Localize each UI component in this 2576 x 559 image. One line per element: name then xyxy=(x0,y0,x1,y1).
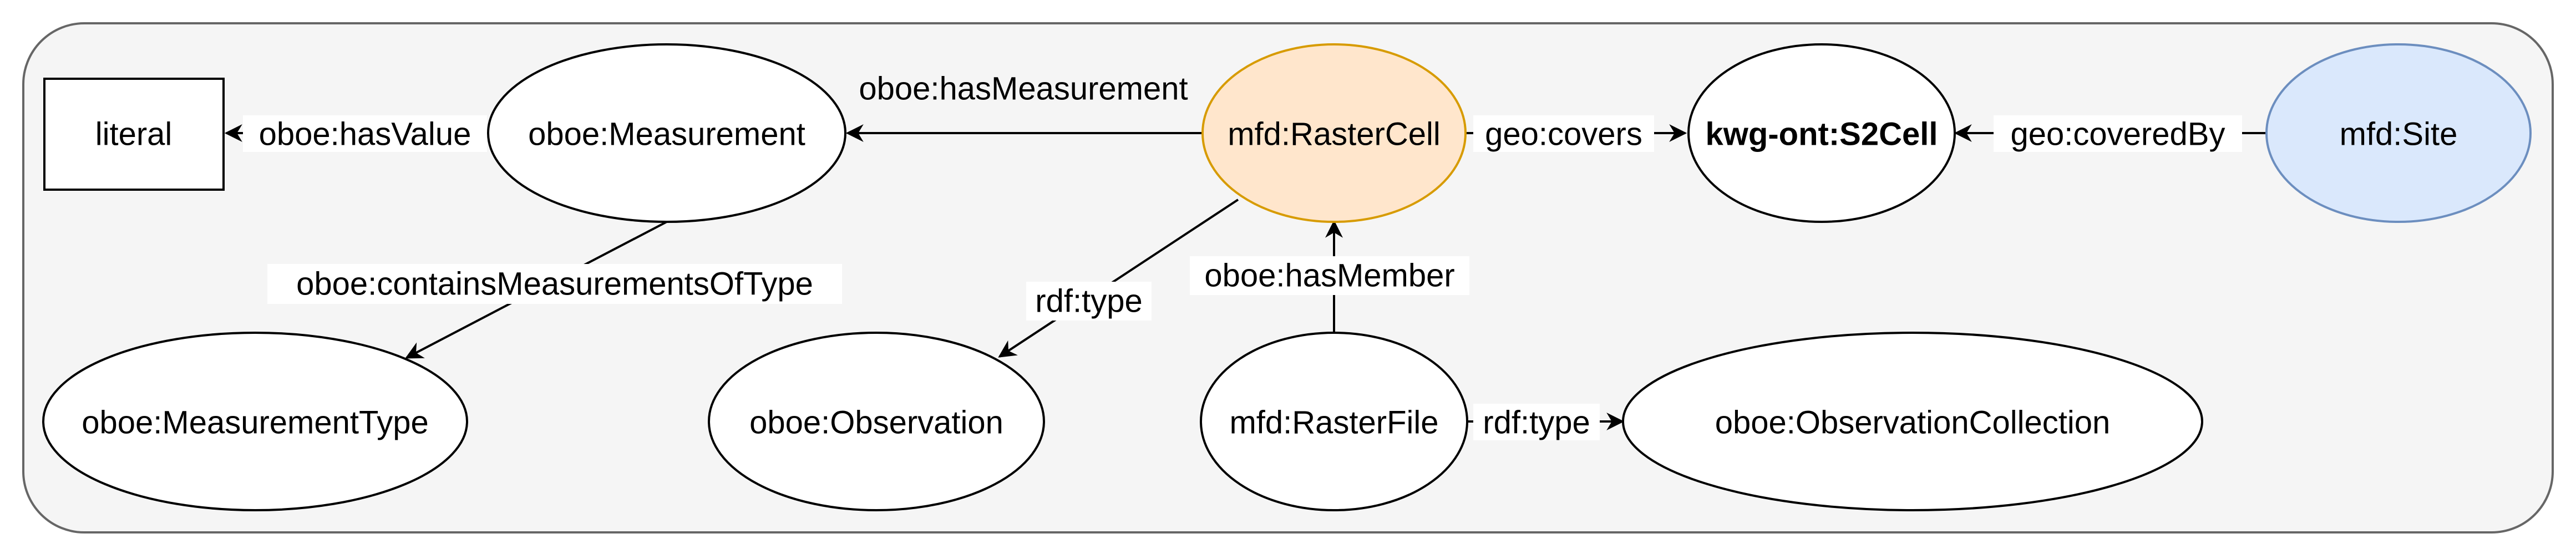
edge-has-member: oboe:hasMember xyxy=(1190,256,1469,295)
node-literal: literal xyxy=(43,78,225,191)
node-raster-cell: mfd:RasterCell xyxy=(1201,43,1467,223)
node-s2cell-label: kwg-ont:S2Cell xyxy=(1706,116,1938,153)
node-observation-label: oboe:Observation xyxy=(749,405,1003,441)
edge-has-value-label: oboe:hasValue xyxy=(259,116,471,153)
node-observation: oboe:Observation xyxy=(708,332,1045,511)
node-raster-file-label: mfd:RasterFile xyxy=(1229,405,1438,441)
edge-rdf-type-cell-line xyxy=(998,199,1239,358)
edge-has-measurement: oboe:hasMeasurement xyxy=(859,71,1188,107)
edge-covers: geo:covers xyxy=(1473,115,1654,153)
edge-contains-measurements-label: oboe:containsMeasurementsOfType xyxy=(296,266,813,302)
edge-rdf-type-file-label: rdf:type xyxy=(1483,405,1590,441)
node-observation-collection-label: oboe:ObservationCollection xyxy=(1715,405,2111,441)
edge-has-measurement-label: oboe:hasMeasurement xyxy=(859,71,1188,107)
node-raster-file: mfd:RasterFile xyxy=(1200,332,1468,511)
node-measurement: oboe:Measurement xyxy=(487,43,846,223)
edge-has-member-label: oboe:hasMember xyxy=(1204,258,1454,294)
node-raster-cell-label: mfd:RasterCell xyxy=(1228,116,1441,153)
edge-rdf-type-cell-label: rdf:type xyxy=(1035,283,1142,319)
node-literal-label: literal xyxy=(95,116,173,153)
edge-rdf-type-cell: rdf:type xyxy=(1026,282,1152,321)
node-measurement-type: oboe:MeasurementType xyxy=(42,332,468,511)
edge-rdf-type-file: rdf:type xyxy=(1473,404,1600,441)
node-measurement-label: oboe:Measurement xyxy=(528,116,805,153)
node-measurement-type-label: oboe:MeasurementType xyxy=(82,405,428,441)
node-site-label: mfd:Site xyxy=(2340,116,2458,153)
edge-covered-by: geo:coveredBy xyxy=(1994,115,2242,153)
node-observation-collection: oboe:ObservationCollection xyxy=(1622,332,2203,511)
edge-covers-label: geo:covers xyxy=(1485,116,1642,153)
node-site: mfd:Site xyxy=(2265,43,2532,223)
edge-contains-measurements: oboe:containsMeasurementsOfType xyxy=(267,264,842,304)
node-s2cell: kwg-ont:S2Cell xyxy=(1687,43,1956,223)
edge-has-value: oboe:hasValue xyxy=(243,115,487,153)
edge-covered-by-label: geo:coveredBy xyxy=(2011,116,2225,153)
